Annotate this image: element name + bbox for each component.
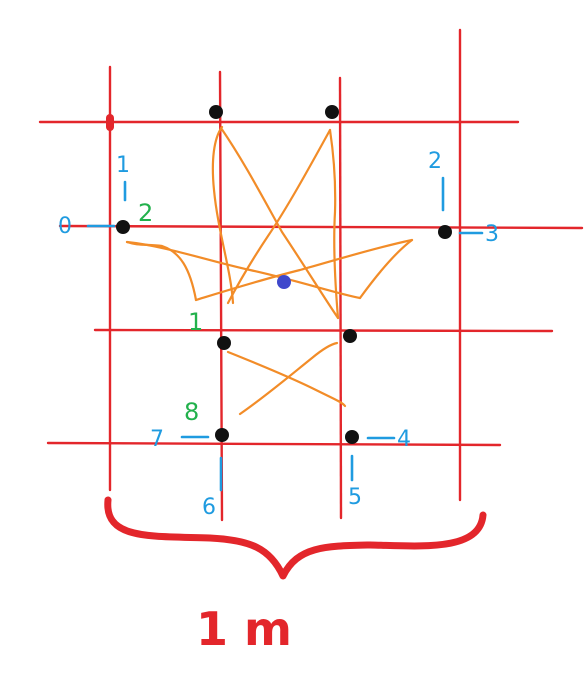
grid-vertical-line	[218, 70, 224, 522]
center-point	[277, 275, 291, 289]
node-dot	[215, 428, 229, 442]
visit-label-2: 2	[138, 199, 153, 227]
node-label-7: 7	[150, 427, 164, 452]
node-dot	[438, 225, 452, 239]
route-stroke	[358, 238, 414, 300]
route-stroke	[219, 126, 340, 320]
node-label-2: 2	[428, 149, 442, 174]
node-dot	[209, 105, 223, 119]
scale-brace	[104, 496, 487, 580]
node-label-connectors	[86, 176, 484, 492]
grid-vertical-lines	[108, 28, 462, 522]
route-stroke	[226, 128, 332, 305]
node-label-6: 6	[202, 495, 216, 520]
node-label-4: 4	[397, 427, 411, 452]
node-dot	[325, 105, 339, 119]
node-labels: 0 1 2 3 4 5 6 7	[58, 149, 499, 520]
route-path	[125, 125, 414, 416]
start-marker	[106, 114, 114, 131]
grid-horizontal-lines	[38, 120, 584, 447]
route-stroke	[226, 350, 347, 408]
route-stroke	[125, 240, 362, 300]
node-label-1: 1	[116, 153, 130, 178]
route-stroke	[125, 240, 198, 302]
visit-label-8: 8	[184, 398, 199, 426]
route-stroke	[211, 125, 235, 305]
node-label-0: 0	[58, 214, 72, 239]
grid-nodes	[116, 105, 452, 444]
node-dot	[217, 336, 231, 350]
grid-horizontal-line	[46, 441, 502, 447]
visit-label-1: 1	[188, 308, 203, 336]
node-label-3: 3	[485, 222, 499, 247]
route-stroke	[194, 238, 414, 302]
node-dot	[116, 220, 130, 234]
node-dot	[345, 430, 359, 444]
node-label-5: 5	[348, 485, 362, 510]
visit-order-labels: 1 2 8	[138, 199, 203, 426]
grid-horizontal-line	[93, 328, 554, 333]
grid-horizontal-line	[58, 224, 584, 230]
scale-label: 1 m	[196, 602, 292, 656]
grid-vertical-line	[338, 76, 343, 520]
node-dot	[343, 329, 357, 343]
route-stroke	[328, 128, 340, 320]
route-stroke	[238, 341, 339, 416]
